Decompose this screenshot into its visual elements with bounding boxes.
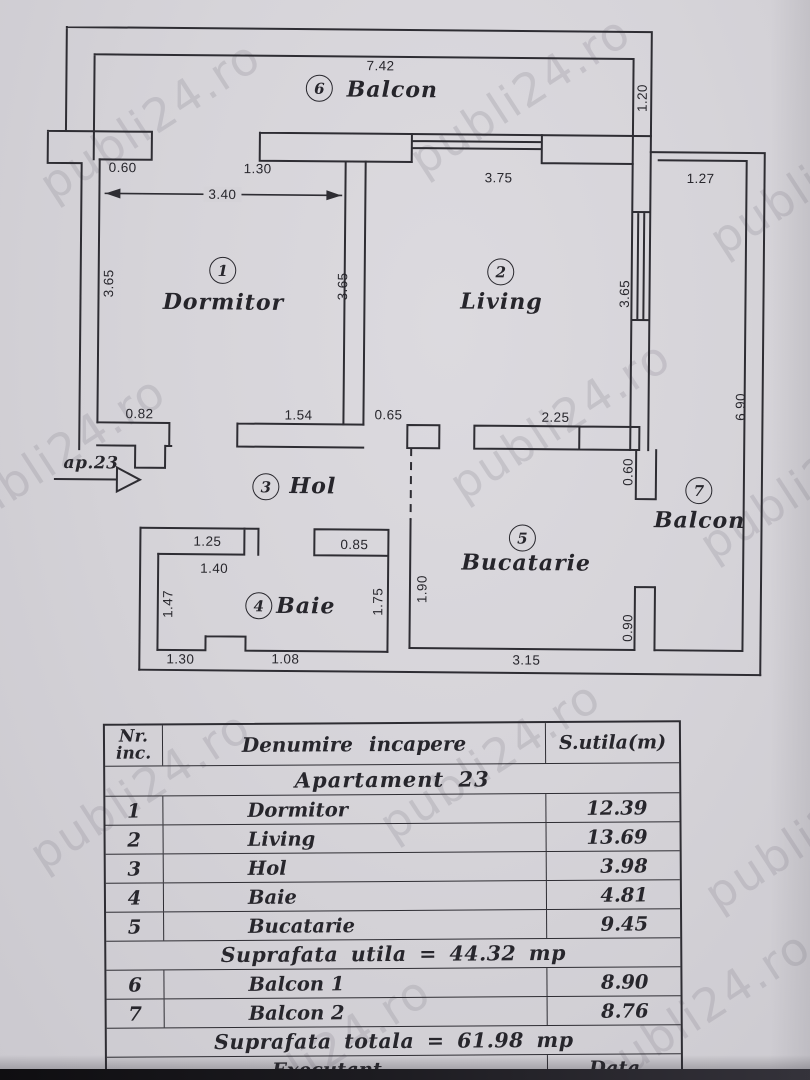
dim-baie-top-inner: 1.40: [200, 560, 229, 576]
room-number-bucatarie: 5: [508, 524, 537, 552]
cell-name: Hol: [247, 856, 287, 880]
dim-balcon7-height: 6.90: [732, 392, 749, 421]
dim-balcon6-width: 7.42: [366, 58, 395, 74]
cell-nr: 2: [105, 825, 164, 854]
dim-dormitor-width: 3.40: [203, 186, 242, 203]
room-number-balcon7: 7: [685, 476, 713, 505]
dim-living-width: 3.75: [484, 170, 513, 186]
dim-baie-left: 1.47: [160, 589, 176, 618]
table-header-row: Nr. inc. Denumire incapere S.utila(m): [104, 722, 680, 766]
table-row: 4 Baie 4.81: [105, 879, 681, 912]
cell-name: Dormitor: [247, 797, 349, 822]
table-row: 3 Hol 3.98: [105, 850, 680, 883]
room-number-balcon6: 6: [305, 74, 333, 102]
table-group-title-row: Apartament 23: [105, 762, 680, 796]
table-row: 7 Balcon 2 8.76: [106, 995, 681, 1028]
room-label-balcon6: Balcon: [346, 76, 439, 104]
dim-dormitor-height-left: 3.65: [101, 269, 117, 298]
photo-bottom-fade: [0, 1055, 810, 1069]
room-number-hol: 3: [252, 473, 280, 501]
photo-bottom-edge: [0, 1069, 810, 1080]
cell-nr: 5: [106, 912, 165, 941]
cell-name: Bucatarie: [248, 913, 356, 938]
cell-nr: 4: [105, 883, 165, 912]
subtotal-row: Suprafata utila = 44.32 mp: [106, 937, 681, 970]
dim-hol-opening: 0.65: [374, 407, 403, 423]
table-row: 1 Dormitor 12.39: [105, 792, 680, 825]
dim-baie-right: 1.75: [370, 587, 386, 616]
dim-living-height: 3.65: [616, 279, 633, 308]
table-row: 6 Balcon 1 8.90: [106, 966, 681, 999]
dim-living-bottom: 2.25: [541, 409, 570, 425]
total-text: Suprafata totala = 61.98 mp: [214, 1027, 574, 1055]
cell-nr: 7: [106, 999, 165, 1028]
entrance-label: ap.23: [63, 453, 119, 474]
dim-bucatarie-width: 3.15: [512, 652, 541, 668]
dim-wall-top-left: 0.60: [108, 159, 137, 176]
area-table: Nr. inc. Denumire incapere S.utila(m) Ap…: [102, 720, 684, 1080]
cell-area: 13.69: [545, 822, 680, 852]
cell-area: 12.39: [545, 793, 680, 823]
table-row: 5 Bucatarie 9.45: [106, 908, 681, 941]
header-nr-line2: inc.: [115, 743, 152, 764]
cell-nr: 1: [105, 796, 164, 825]
cell-area: 9.45: [546, 909, 681, 939]
total-row: Suprafata totala = 61.98 mp: [106, 1024, 681, 1057]
photo-right-edge-shade: [770, 0, 810, 1080]
cell-name: Balcon 1: [248, 971, 345, 996]
room-label-dormitor: Dormitor: [162, 288, 285, 316]
room-label-balcon7: Balcon: [653, 507, 746, 534]
cell-name: Living: [247, 826, 316, 851]
cell-area: 4.81: [545, 880, 681, 910]
dim-baie-top-outer: 1.25: [193, 533, 222, 549]
room-number-living: 2: [487, 258, 515, 286]
dim-baie-bottom-left: 1.30: [166, 651, 195, 667]
header-sutila: S.utila(m): [544, 722, 680, 764]
group-title: Apartament 23: [294, 766, 490, 793]
table-row: 2 Living 13.69: [105, 821, 680, 854]
header-nr: Nr. inc.: [104, 725, 164, 766]
cell-nr: 6: [106, 970, 165, 999]
floor-plan: 1 Dormitor 2 Living 3 Hol 4 Baie 5 Bucat…: [46, 26, 766, 677]
dim-balcon6-depth: 1.20: [634, 84, 650, 113]
room-label-baie: Baie: [276, 592, 336, 620]
dim-dormitor-bottom-left: 0.82: [125, 406, 154, 422]
room-label-hol: Hol: [289, 472, 337, 500]
cell-area: 3.98: [545, 851, 680, 881]
cell-name: Balcon 2: [248, 1000, 345, 1025]
header-denumire: Denumire incapere: [241, 731, 467, 757]
room-number-baie: 4: [245, 592, 273, 620]
cell-name: Baie: [247, 885, 297, 909]
floor-plan-walls: [46, 26, 766, 677]
dim-dormitor-bottom-right: 1.54: [284, 407, 313, 423]
subtotal-text: Suprafata utila = 44.32 mp: [220, 940, 566, 968]
dim-balcon7-width: 1.27: [686, 170, 715, 187]
room-label-living: Living: [460, 288, 543, 316]
cell-nr: 3: [105, 854, 164, 883]
cell-area: 8.90: [546, 967, 681, 997]
dim-baie-bottom-right: 1.08: [271, 651, 300, 667]
dim-bucatarie-door-bottom: 0.90: [620, 613, 636, 642]
room-label-bucatarie: Bucatarie: [461, 549, 592, 577]
dim-bucatarie-door-top: 0.60: [620, 457, 636, 486]
dim-wall-top-mid: 1.30: [243, 161, 272, 177]
cell-area: 8.76: [546, 996, 681, 1026]
dim-hol-bucatarie-opening: 1.90: [414, 575, 430, 604]
dim-dormitor-height-right: 3.65: [334, 272, 351, 301]
room-number-dormitor: 1: [209, 256, 237, 285]
dim-baie-top-right: 0.85: [340, 536, 369, 553]
